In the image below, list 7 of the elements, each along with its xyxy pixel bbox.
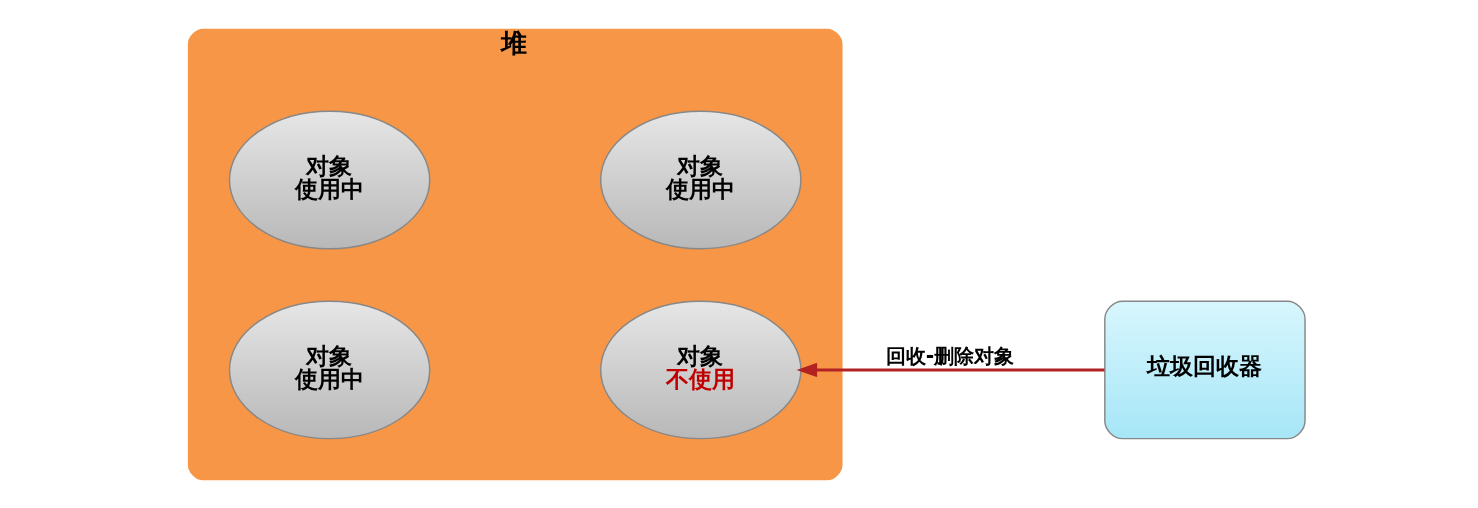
node-ellipse: 对象 使用中 <box>228 300 430 439</box>
edge-label: 回收-删除对象 <box>885 343 1014 368</box>
arrow <box>796 362 1104 377</box>
node-ellipse: 对象 使用中 <box>599 110 802 249</box>
node-ellipse: 对象 不使用 <box>599 300 802 439</box>
node-box: 垃圾回收器 <box>1103 300 1306 439</box>
node-ellipse: 对象 使用中 <box>228 110 430 249</box>
